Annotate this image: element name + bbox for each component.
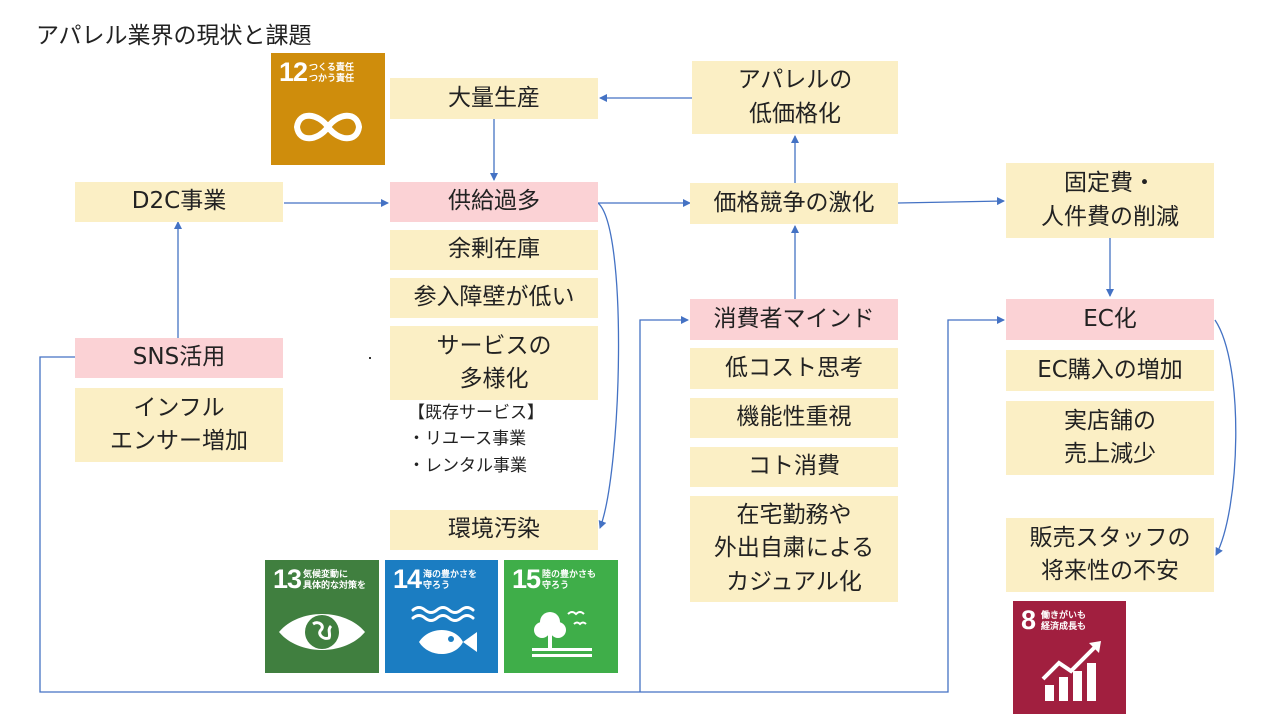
sdg-goal-14-caption: 海の豊かさを 守ろう	[423, 569, 478, 591]
sdg-goal-12-number: 12	[279, 57, 308, 87]
sdg-goal-8-caption: 働きがいも 経済成長も	[1041, 610, 1087, 632]
arrow-ec-to-staff-anxiety	[1214, 319, 1237, 556]
sdg-goal-12-caption: つくる責任 つかう責任	[309, 62, 355, 84]
box-store-sales-decrease: 実店舗の 売上減少	[1006, 401, 1214, 475]
tree-birds-icon	[532, 611, 592, 657]
box-remote-casual: 在宅勤務や 外出自粛による カジュアル化	[690, 496, 898, 602]
infinity-icon	[293, 112, 363, 142]
box-oversupply: 供給過多	[390, 182, 598, 222]
sdg-goal-12-icon: 12 つくる責任 つかう責任	[271, 53, 385, 165]
sdg-goal-14-icon: 14 海の豊かさを 守ろう	[385, 560, 498, 673]
sdg-goal-13-icon: 13 気候変動に 具体的な対策を	[265, 560, 379, 673]
sdg-goal-14-number: 14	[393, 564, 422, 594]
sdg-goal-13-caption: 気候変動に 具体的な対策を	[303, 569, 367, 591]
arrow-oversupply-to-environment	[597, 202, 620, 529]
sdg-goal-8-icon: 8 働きがいも 経済成長も	[1013, 601, 1126, 714]
box-consumer-mind: 消費者マインド	[690, 299, 898, 340]
box-service-diversity: サービスの 多様化	[390, 326, 598, 400]
line-sns-to-bottom	[39, 316, 1005, 693]
sdg-goal-15-number: 15	[512, 564, 541, 594]
eye-globe-icon	[279, 614, 365, 650]
fish-waves-icon	[411, 606, 477, 654]
box-low-barrier: 参入障壁が低い	[390, 278, 598, 318]
box-fixed-cost-reduction: 固定費・ 人件費の削減	[1006, 163, 1214, 238]
box-mass-production: 大量生産	[390, 78, 598, 119]
growth-chart-icon	[1041, 641, 1101, 701]
box-low-cost-thinking: 低コスト思考	[690, 348, 898, 389]
box-koto-consumption: コト消費	[690, 447, 898, 487]
box-function-focus: 機能性重視	[690, 398, 898, 438]
existing-services-note: 【既存サービス】 ・リユース事業 ・レンタル事業	[408, 403, 544, 476]
arrow-price-competition-to-fixed-cost	[897, 197, 1005, 206]
box-d2c: D2C事業	[75, 182, 283, 222]
box-environment-pollution: 環境汚染	[390, 510, 598, 550]
box-ec-purchase-increase: EC購入の増加	[1006, 350, 1214, 391]
box-staff-anxiety: 販売スタッフの 将来性の不安	[1006, 518, 1214, 592]
box-ec: EC化	[1006, 299, 1214, 340]
page-title: アパレル業界の現状と課題	[36, 23, 312, 49]
sdg-goal-8-number: 8	[1021, 605, 1036, 635]
sdg-goal-15-caption: 陸の豊かさも 守ろう	[542, 569, 597, 591]
box-surplus-stock: 余剰在庫	[390, 230, 598, 270]
box-price-competition: 価格競争の激化	[690, 183, 898, 224]
box-apparel-low-price: アパレルの 低価格化	[692, 61, 898, 134]
sdg-goal-13-number: 13	[273, 564, 302, 594]
line-bottom-to-consumer-mind	[639, 316, 689, 692]
box-influencer-increase: インフル エンサー増加	[75, 388, 283, 462]
stray-dot	[369, 357, 371, 359]
box-sns: SNS活用	[75, 338, 283, 378]
sdg-goal-15-icon: 15 陸の豊かさも 守ろう	[504, 560, 618, 673]
